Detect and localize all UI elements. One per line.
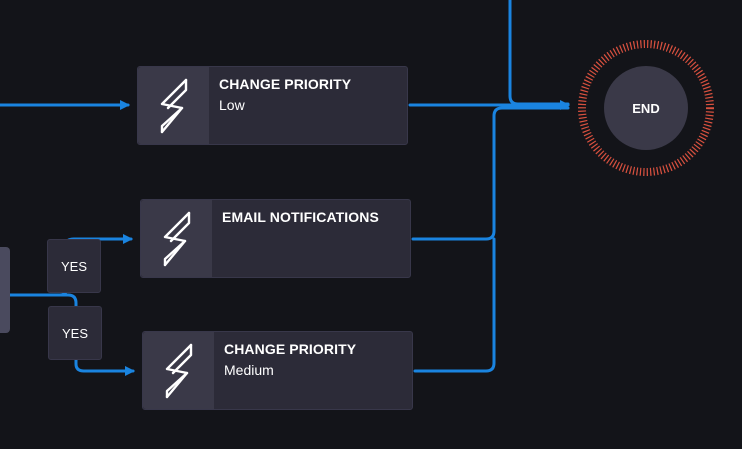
condition-badge-yes-priority[interactable]: YES bbox=[48, 306, 102, 360]
node-icon-box bbox=[143, 332, 214, 409]
node-subtitle: Medium bbox=[224, 362, 274, 378]
lightning-bolt-icon bbox=[160, 78, 187, 133]
connector-top-to-end bbox=[508, 0, 570, 106]
lightning-bolt-icon bbox=[165, 343, 192, 398]
node-subtitle: Low bbox=[219, 97, 245, 113]
lightning-bolt-icon bbox=[163, 211, 190, 266]
action-node-change-priority-medium[interactable]: CHANGE PRIORITY Medium bbox=[142, 331, 413, 410]
connector-email-to-end bbox=[411, 106, 570, 241]
action-node-change-priority-low[interactable]: CHANGE PRIORITY Low bbox=[137, 66, 408, 145]
end-node[interactable]: END bbox=[604, 66, 688, 150]
node-title: CHANGE PRIORITY bbox=[219, 76, 352, 92]
node-title: EMAIL NOTIFICATIONS bbox=[222, 209, 379, 225]
connector-change-priority-medium-to-end bbox=[413, 237, 496, 373]
action-node-email-notifications[interactable]: EMAIL NOTIFICATIONS bbox=[140, 199, 411, 278]
condition-badge-yes-email[interactable]: YES bbox=[47, 239, 101, 293]
source-node-stub[interactable] bbox=[0, 247, 10, 333]
end-node-ring bbox=[578, 40, 714, 176]
node-title: CHANGE PRIORITY bbox=[224, 341, 357, 357]
node-icon-box bbox=[141, 200, 212, 277]
node-icon-box bbox=[138, 67, 209, 144]
